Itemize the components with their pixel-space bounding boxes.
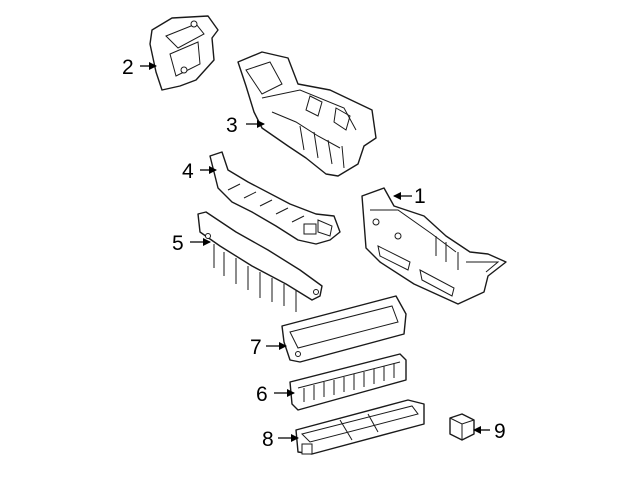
leader-lines (140, 62, 490, 442)
part-7-cover-plate[interactable] (281, 295, 407, 363)
part-6-fuse-rack[interactable] (289, 353, 407, 411)
callout-7[interactable]: 7 (250, 336, 262, 359)
callout-4[interactable]: 4 (182, 160, 194, 183)
callout-6[interactable]: 6 (256, 383, 268, 406)
callout-1[interactable]: 1 (414, 185, 426, 208)
callout-8[interactable]: 8 (262, 428, 274, 451)
callout-9[interactable]: 9 (494, 420, 506, 443)
part-9-relay[interactable] (449, 413, 475, 441)
part-2-bracket[interactable] (149, 15, 219, 91)
part-3-cover[interactable] (237, 51, 377, 177)
callout-5[interactable]: 5 (172, 232, 184, 255)
part-8-base-tray[interactable] (295, 399, 425, 455)
part-1-mounting-bracket[interactable] (361, 187, 507, 305)
callout-2[interactable]: 2 (122, 56, 134, 79)
part-4-relay-holder[interactable] (209, 151, 341, 245)
callout-labels: 2 3 4 5 1 7 6 8 9 (122, 56, 506, 451)
callout-3[interactable]: 3 (226, 114, 238, 137)
